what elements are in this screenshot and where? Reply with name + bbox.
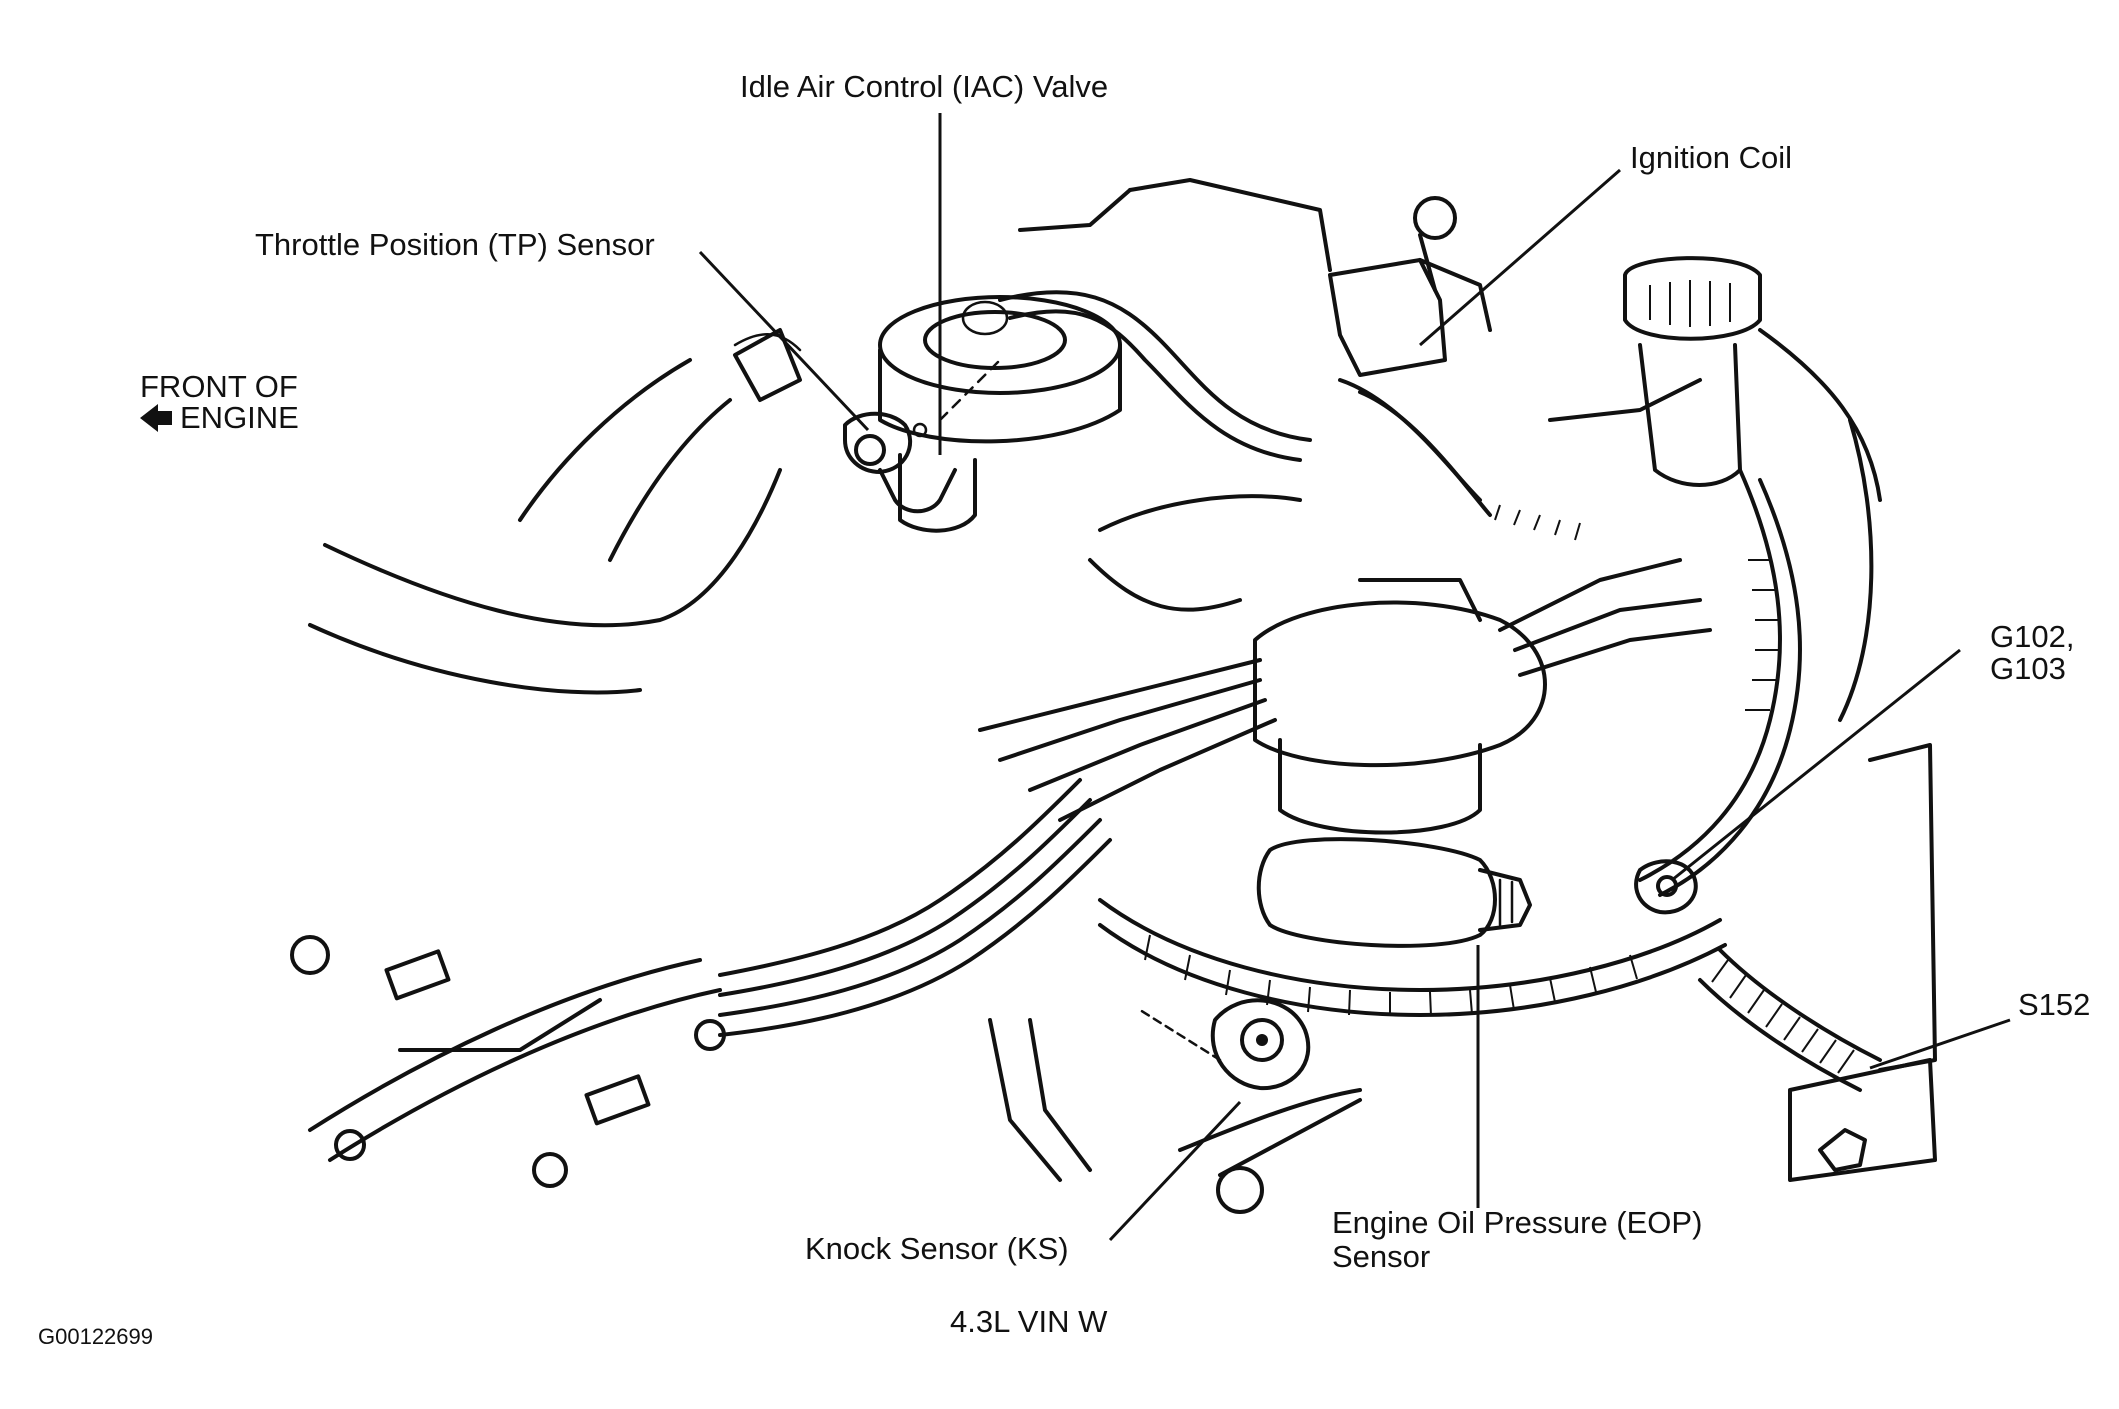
radiator-cap: [1623, 256, 1762, 487]
front-arrow-icon: [140, 404, 172, 432]
label-iac-valve: Idle Air Control (IAC) Valve: [740, 69, 1109, 104]
air-intake-duct: [308, 333, 802, 695]
label-tp-sensor: Throttle Position (TP) Sensor: [255, 227, 655, 262]
leader-knock: [1108, 1100, 1242, 1242]
eop-sensor: [1256, 837, 1532, 948]
leader-lines: [698, 113, 2011, 1242]
label-knock-sensor: Knock Sensor (KS): [805, 1231, 1069, 1266]
label-g102: G102,: [1990, 619, 2075, 654]
engine-upper-outline: [1018, 178, 1882, 722]
wiring-harness: [998, 290, 1802, 1017]
label-s152: S152: [2018, 987, 2091, 1022]
label-ignition-coil: Ignition Coil: [1630, 140, 1792, 175]
label-engine: ENGINE: [180, 400, 299, 435]
lower-engine-block: [988, 1018, 1362, 1214]
figure-id: G00122699: [38, 1324, 153, 1349]
leader-coil: [1419, 168, 1621, 347]
label-eop-sensor-line2: Sensor: [1332, 1239, 1431, 1274]
leader-ground: [1671, 648, 1961, 882]
distributor-cap: [1253, 578, 1547, 835]
injector-connectors: [290, 935, 726, 1188]
leader-tp: [698, 250, 870, 432]
label-eop-sensor-line1: Engine Oil Pressure (EOP): [1332, 1205, 1703, 1240]
fuel-lines: [308, 778, 1112, 1162]
tp-sensor: [843, 411, 957, 514]
ground-studs: [1634, 859, 1698, 915]
leader-s152: [1869, 1018, 2011, 1070]
label-g103: G103: [1990, 651, 2066, 686]
figure-caption: 4.3L VIN W: [950, 1304, 1108, 1339]
throttle-body: [733, 295, 1122, 444]
s152-bracket: [1698, 743, 1937, 1182]
ignition-coil: [1328, 196, 1492, 377]
label-front-of: FRONT OF: [140, 369, 298, 404]
iac-valve: [898, 358, 1002, 533]
ignition-wires: [978, 558, 1712, 822]
knock-sensor: [1138, 998, 1311, 1091]
